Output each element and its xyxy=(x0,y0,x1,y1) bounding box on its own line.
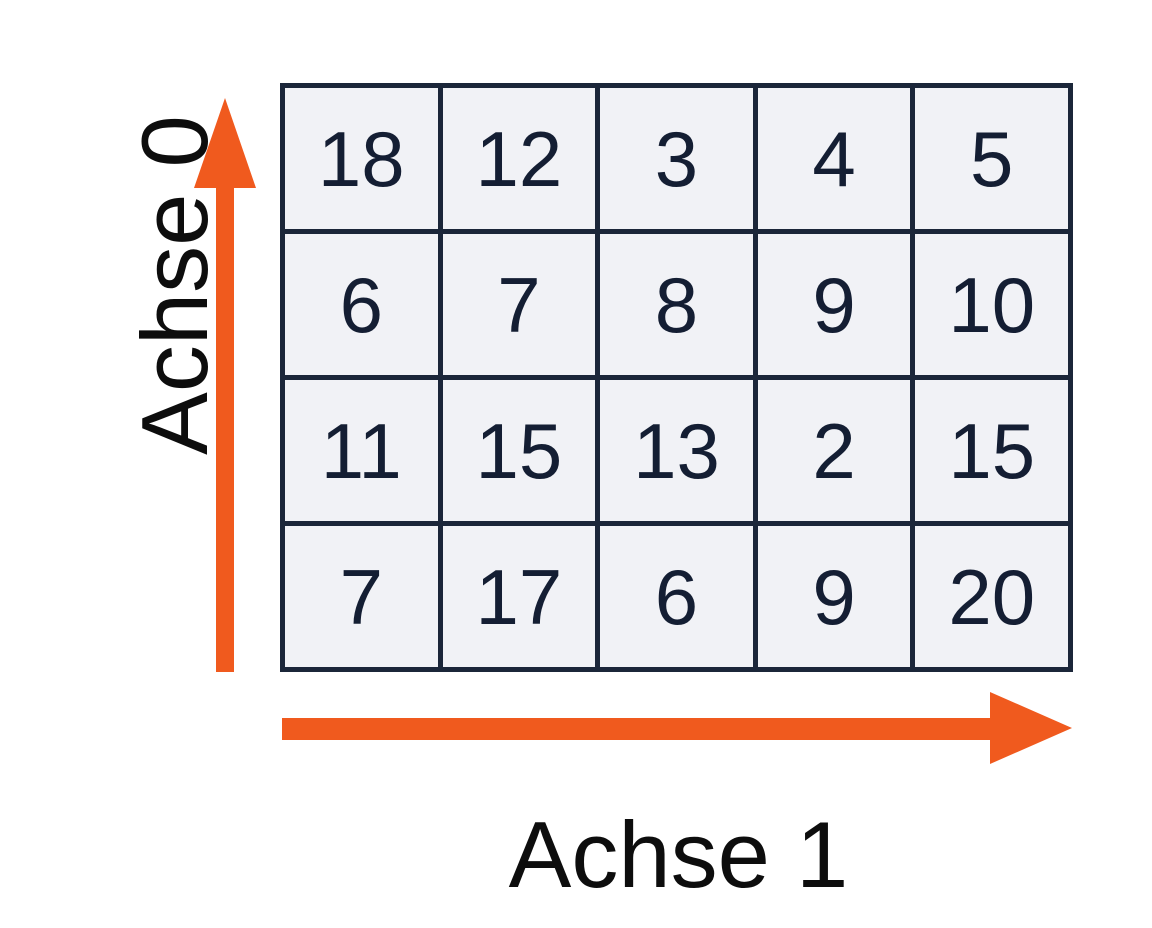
grid-cell-r0c4[interactable]: 5 xyxy=(915,88,1068,229)
axis-1-label-text: Achse 1 xyxy=(508,802,849,907)
grid-cell-r0c2[interactable]: 3 xyxy=(600,88,753,229)
grid-cell-r0c0[interactable]: 18 xyxy=(285,88,438,229)
grid-cell-r2c3[interactable]: 2 xyxy=(757,380,911,521)
grid-cell-r2c2[interactable]: 13 xyxy=(600,380,753,521)
axis-1-label: Achse 1 xyxy=(282,800,1075,910)
axis-0-label-text: Achse 0 xyxy=(122,115,227,455)
grid-cell-r2c0[interactable]: 11 xyxy=(285,380,438,521)
grid-cell-r1c2[interactable]: 8 xyxy=(600,234,753,375)
grid-cell-r3c2[interactable]: 6 xyxy=(600,526,753,667)
grid-cell-r1c3[interactable]: 9 xyxy=(757,234,911,375)
grid-cell-r3c4[interactable]: 20 xyxy=(915,526,1068,667)
arrow-up-icon xyxy=(194,98,256,672)
arrow-up-head xyxy=(194,98,256,672)
grid-cell-r3c0[interactable]: 7 xyxy=(285,526,438,667)
grid-cell-r1c0[interactable]: 6 xyxy=(285,234,438,375)
grid-cell-r3c1[interactable]: 17 xyxy=(442,526,596,667)
axis-0-label: Achse 0 xyxy=(115,110,235,460)
grid-cell-r0c1[interactable]: 12 xyxy=(442,88,596,229)
arrow-right-icon xyxy=(282,692,1072,764)
grid-cell-r3c3[interactable]: 9 xyxy=(757,526,911,667)
value-grid: 18 12 3 4 5 6 7 8 9 10 11 15 13 2 15 7 1… xyxy=(280,83,1073,672)
grid-cell-r2c4[interactable]: 15 xyxy=(915,380,1068,521)
grid-cell-r1c1[interactable]: 7 xyxy=(442,234,596,375)
grid-cell-r0c3[interactable]: 4 xyxy=(757,88,911,229)
grid-cell-r1c4[interactable]: 10 xyxy=(915,234,1068,375)
grid-cell-r2c1[interactable]: 15 xyxy=(442,380,596,521)
arrow-right-head xyxy=(282,692,1072,764)
